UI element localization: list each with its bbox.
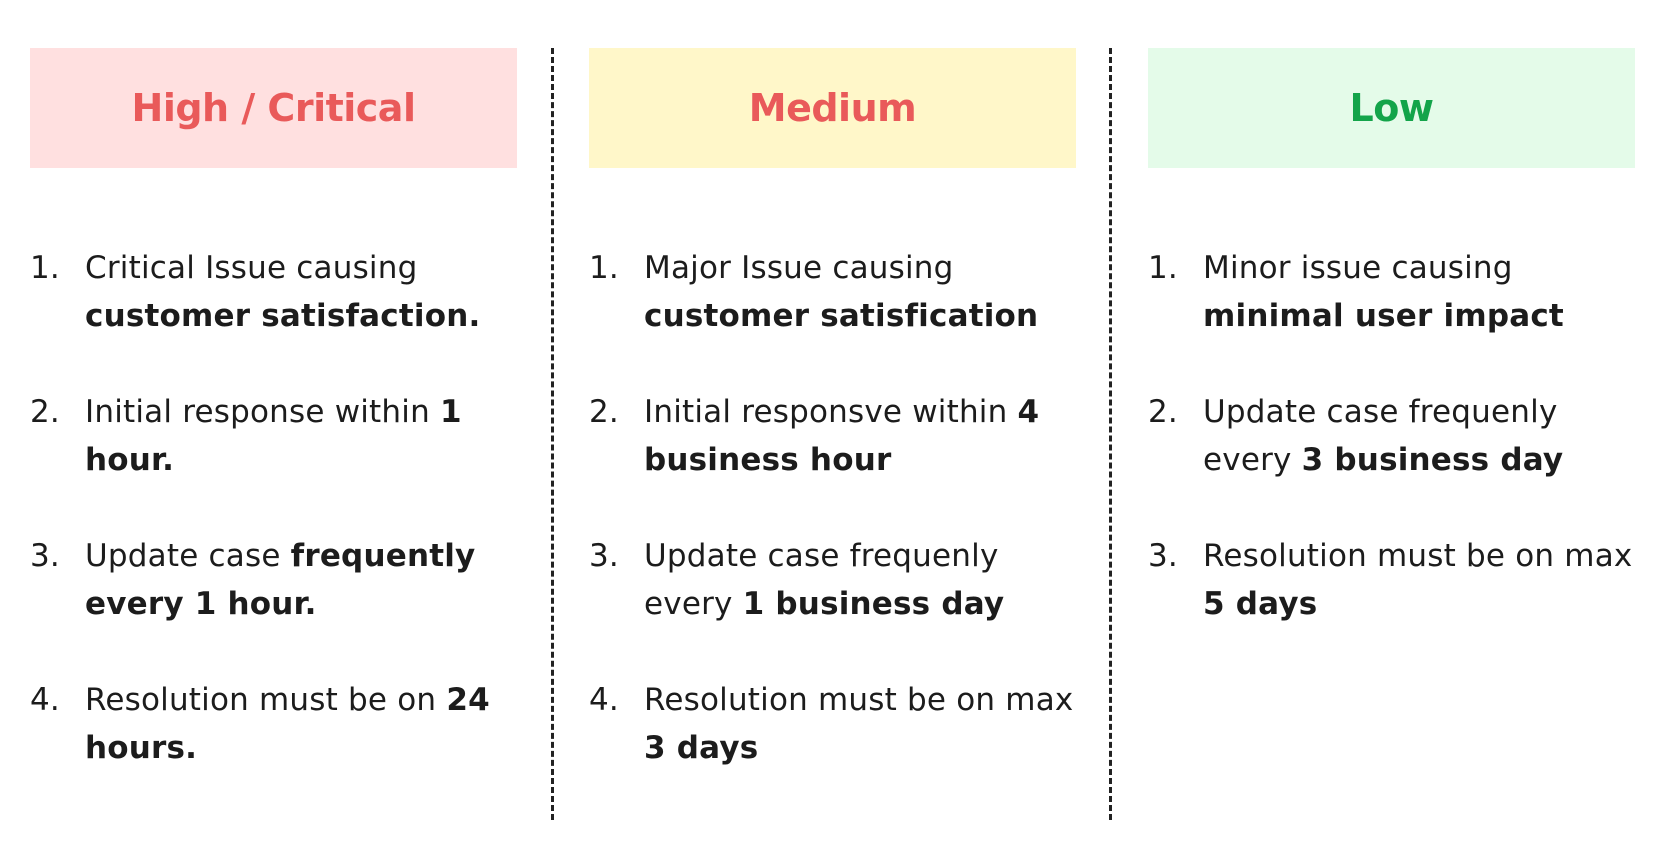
- item-number: 4.: [589, 682, 619, 718]
- list-item: 1. Major Issue causing customer satisfica…: [589, 244, 1076, 340]
- list-item: 2. Initial responsve within 4 business ho…: [589, 388, 1076, 484]
- item-text: Resolution must be on max: [1203, 538, 1633, 574]
- item-number: 3.: [30, 538, 60, 574]
- item-text: Minor issue causing: [1203, 250, 1513, 286]
- item-number: 1.: [589, 250, 619, 286]
- list-item: 2. Update case frequenly every 3 business…: [1148, 388, 1635, 484]
- criteria-list-high: 1. Critical Issue causing customer satisf…: [30, 244, 517, 820]
- item-text: Initial responsve within: [644, 394, 1018, 430]
- item-text: Resolution must be on max: [644, 682, 1074, 718]
- item-text: Major Issue causing: [644, 250, 954, 286]
- criteria-list-low: 1. Minor issue causing minimal user impac…: [1148, 244, 1635, 676]
- list-item: 3. Update case frequenly every 1 business…: [589, 532, 1076, 628]
- list-item: 1. Minor issue causing minimal user impac…: [1148, 244, 1635, 340]
- item-emphasis: customer satisfaction.: [85, 298, 481, 334]
- list-item: 3. Resolution must be on max 5 days: [1148, 532, 1635, 628]
- item-text: Update case frequenly every: [644, 538, 999, 622]
- item-text: Critical Issue causing: [85, 250, 418, 286]
- list-item: 1. Critical Issue causing customer satisf…: [30, 244, 517, 340]
- dashed-divider: [551, 48, 554, 820]
- column-medium: Medium 1. Major Issue causing customer sa…: [589, 48, 1076, 766]
- item-emphasis: minimal user impact: [1203, 298, 1564, 334]
- item-number: 2.: [589, 394, 619, 430]
- item-emphasis: frequently every 1 hour.: [85, 538, 476, 622]
- priority-title-medium: Medium: [748, 86, 917, 130]
- list-item: 4. Resolution must be on 24 hours.: [30, 676, 517, 772]
- list-item: 3. Update case frequently every 1 hour.: [30, 532, 517, 628]
- priority-header-medium: Medium: [589, 48, 1076, 168]
- priority-header-low: Low: [1148, 48, 1635, 168]
- criteria-list-medium: 1. Major Issue causing customer satisfica…: [589, 244, 1076, 820]
- item-emphasis: 3 days: [644, 730, 759, 766]
- list-item: 4. Resolution must be on max 3 days: [589, 676, 1076, 772]
- item-emphasis: 3 business day: [1301, 442, 1564, 478]
- item-number: 1.: [1148, 250, 1178, 286]
- item-text: Initial response within: [85, 394, 440, 430]
- item-emphasis: customer satisfication: [644, 298, 1039, 334]
- item-number: 1.: [30, 250, 60, 286]
- item-emphasis: 4 business hour: [644, 394, 1040, 478]
- column-low: Low 1. Minor issue causing minimal user i…: [1148, 48, 1635, 622]
- column-high-critical: High / Critical 1. Critical Issue causing…: [30, 48, 517, 766]
- priority-header-high: High / Critical: [30, 48, 517, 168]
- item-number: 3.: [1148, 538, 1178, 574]
- item-number: 3.: [589, 538, 619, 574]
- item-text: Resolution must be on: [85, 682, 447, 718]
- item-text: Update case frequenly every: [1203, 394, 1558, 478]
- priority-title-low: Low: [1349, 86, 1434, 130]
- item-text: Update case: [85, 538, 291, 574]
- dashed-divider: [1109, 48, 1112, 820]
- item-number: 2.: [30, 394, 60, 430]
- item-emphasis: 1 business day: [742, 586, 1005, 622]
- priority-title-high: High / Critical: [131, 86, 416, 130]
- list-item: 2. Initial response within 1 hour.: [30, 388, 517, 484]
- item-emphasis: 1 hour.: [85, 394, 462, 478]
- item-emphasis: 5 days: [1203, 586, 1318, 622]
- item-emphasis: 24 hours.: [85, 682, 490, 766]
- item-number: 2.: [1148, 394, 1178, 430]
- item-number: 4.: [30, 682, 60, 718]
